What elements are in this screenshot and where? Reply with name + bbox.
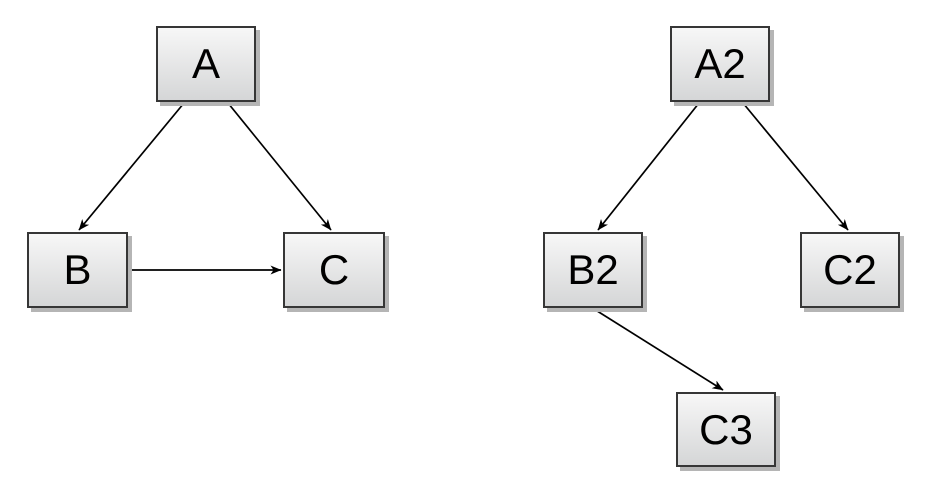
node-label: C	[318, 246, 350, 293]
edge-A-C	[227, 102, 332, 231]
node-C: C	[283, 232, 385, 308]
node-label: B2	[567, 246, 619, 293]
node-C3: C3	[676, 392, 776, 467]
node-label: A2	[694, 40, 746, 87]
node-A: A	[156, 26, 256, 102]
edges-group	[78, 102, 849, 391]
node-A2: A2	[670, 26, 770, 102]
edge-A2-B2	[597, 102, 700, 231]
node-label: C3	[699, 405, 753, 453]
node-label: B	[63, 246, 92, 293]
node-label: C2	[823, 246, 877, 293]
node-B: B	[27, 232, 128, 308]
node-C2: C2	[800, 232, 900, 308]
node-label: A	[191, 40, 220, 87]
node-B2: B2	[543, 232, 643, 308]
edge-B2-C3	[593, 308, 724, 391]
edge-A-B	[78, 102, 185, 231]
edge-A2-C2	[742, 102, 849, 231]
